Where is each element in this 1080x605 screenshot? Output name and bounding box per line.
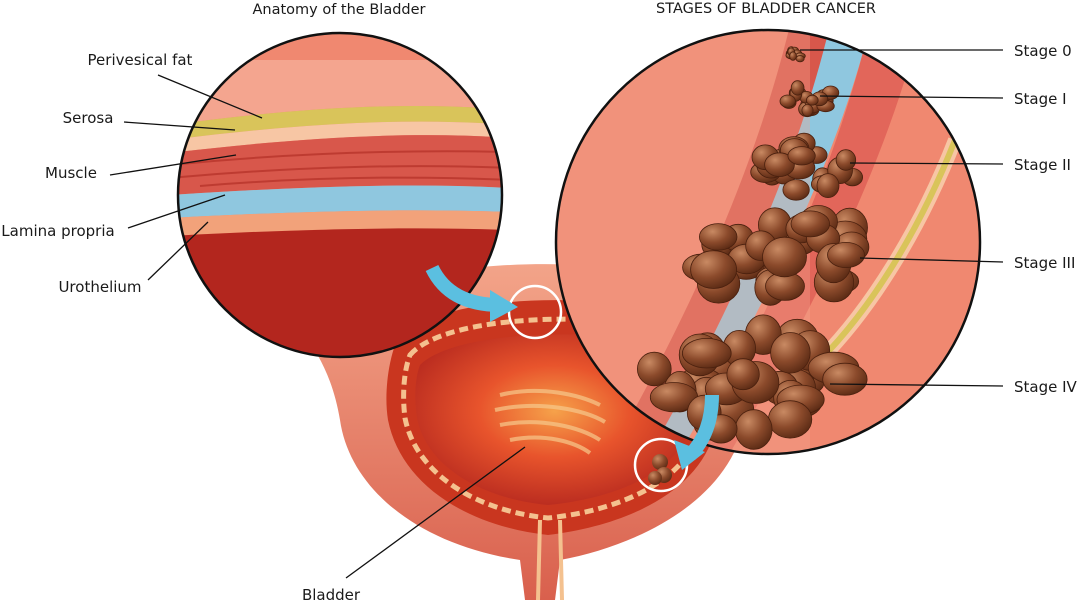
- label-stage-2: Stage II: [1014, 156, 1071, 174]
- stages-magnifier: [554, 28, 982, 456]
- tumor-stage-4: [636, 314, 868, 450]
- tumor-stage-3: [682, 205, 870, 306]
- layer-serosa: [178, 121, 502, 153]
- tumor-stage-2: [750, 132, 864, 201]
- urethra: [536, 519, 564, 601]
- stages-title: STAGES OF BLADDER CANCER: [656, 1, 876, 17]
- tumor-clusters: [636, 46, 870, 450]
- label-stage-4: Stage IV: [1014, 378, 1078, 396]
- layer-urothelium: [178, 210, 502, 236]
- highlight-circle-top: [507, 284, 563, 340]
- label-urothelium: Urothelium: [58, 278, 141, 296]
- bladder-fat-layer: [401, 316, 707, 521]
- label-perivesical-fat: Perivesical fat: [88, 51, 193, 69]
- bladder-folds: [494, 388, 607, 455]
- layer-muscle: [178, 135, 502, 195]
- layer-lamina-propria: [178, 185, 502, 218]
- layer-perivesical-fat: [178, 105, 502, 140]
- tumor-stage-1: [779, 80, 840, 118]
- label-stage-0: Stage 0: [1014, 42, 1072, 60]
- label-stage-3: Stage III: [1014, 254, 1075, 272]
- stage-fat-line: [817, 138, 958, 363]
- arrows: [425, 264, 719, 470]
- stages-circle-outline: [554, 28, 982, 456]
- anatomy-leader-lines: [109, 74, 526, 579]
- anatomy-title: Anatomy of the Bladder: [252, 2, 425, 18]
- stage-leader-lines: [800, 49, 1004, 387]
- tumor-stage-0: [785, 46, 806, 63]
- label-serosa: Serosa: [63, 109, 114, 127]
- label-stage-1: Stage I: [1014, 90, 1067, 108]
- label-muscle: Muscle: [45, 164, 97, 182]
- label-lamina-propria: Lamina propria: [1, 222, 114, 240]
- bladder-tumor: [648, 454, 672, 485]
- label-bladder: Bladder: [302, 586, 361, 604]
- anatomy-circle-outline: [176, 31, 504, 359]
